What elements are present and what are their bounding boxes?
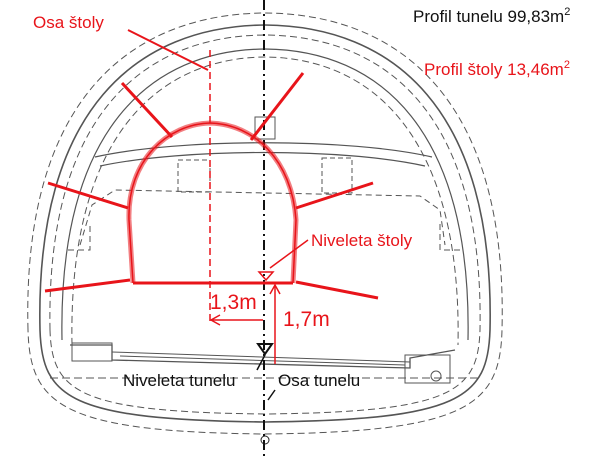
lining-inner-dashed [71,56,459,346]
niveleta-stoly-leader [269,239,309,269]
equipment-box-2 [177,159,211,193]
dim-horizontal-label: 1,3m [210,291,257,314]
clearance-profile [68,189,460,251]
niveleta-stoly-label: Niveleta štoly [311,231,413,250]
arrow-left-icon [209,314,221,326]
niveleta-stoly-triangle-icon [257,271,275,282]
arrow-up-icon [269,283,281,295]
right-curb [404,354,451,384]
lining-outer [39,24,491,423]
profil-tunelu-label: Profil tunelu 99,83m2 [413,6,570,26]
niveleta-tunelu-leader [256,354,266,371]
niveleta-tunelu-triangle-icon [256,343,274,356]
osa-tunelu-label: Osa tunelu [278,371,360,390]
outer-excavation-line [27,12,503,435]
osa-stoly-leader [127,29,209,71]
adit-arch [126,120,299,284]
ceiling-box [254,116,276,140]
left-curb [71,342,113,362]
osa-tunelu-leader [267,389,276,401]
drain [430,370,442,382]
niveleta-tunelu-label: Niveleta tunelu [123,371,235,390]
osa-stoly-label: Osa štoly [33,13,104,32]
rock-bolts [44,72,379,300]
adit-profile [44,29,379,364]
dim-vertical-label: 1,7m [283,308,330,331]
lining-dashed [49,34,481,415]
profil-stoly-label: Profil štoly 13,46m2 [424,59,570,79]
equipment-box [321,157,353,194]
